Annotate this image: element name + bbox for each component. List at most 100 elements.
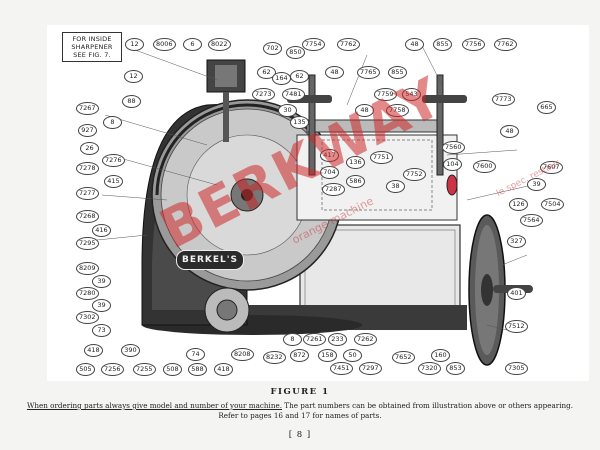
part-callout: 7268: [76, 210, 99, 223]
part-callout: 7754: [302, 38, 325, 51]
page-number: [ 8 ]: [288, 430, 312, 440]
part-callout: 7759: [374, 88, 397, 101]
part-callout: 8006: [153, 38, 176, 51]
part-callout: 7261: [303, 333, 326, 346]
ordering-instruction-rest: The part numbers can be obtained from il…: [282, 401, 574, 410]
part-callout: 12: [124, 70, 143, 83]
part-callout: 38: [386, 180, 405, 193]
part-callout: 7751: [370, 151, 393, 164]
figure-title: FIGURE 1: [270, 387, 330, 397]
part-callout: 7512: [505, 320, 528, 333]
part-callout: 48: [325, 66, 344, 79]
brand-nameplate: BERKEL'S: [176, 250, 244, 270]
part-callout: 233: [328, 333, 347, 346]
part-callout: 39: [92, 299, 111, 312]
part-callout: 7652: [392, 351, 415, 364]
part-callout: 7256: [101, 363, 124, 376]
part-callout: 158: [318, 349, 337, 362]
part-callout: 702: [263, 42, 282, 55]
part-callout: 164: [272, 72, 291, 85]
part-callout: 26: [80, 142, 99, 155]
part-callout: 7278: [76, 162, 99, 175]
part-callout: 853: [446, 362, 465, 375]
part-callout: 39: [527, 178, 546, 191]
part-callout: 7504: [541, 198, 564, 211]
part-callout: 8022: [208, 38, 231, 51]
part-callout: 7756: [462, 38, 485, 51]
part-callout: 855: [433, 38, 452, 51]
part-callout: 7305: [505, 362, 528, 375]
ordering-instruction-underlined: When ordering parts always give model an…: [26, 401, 283, 410]
part-callout: 48: [355, 104, 374, 117]
sharpener-reference-note: FOR INSIDE SHARPENER SEE FIG. 7.: [62, 32, 122, 62]
part-callout: 855: [388, 66, 407, 79]
part-callout: 7762: [494, 38, 517, 51]
part-callout: 7758: [386, 104, 409, 117]
part-callout: 7560: [442, 141, 465, 154]
part-callout: 126: [509, 198, 528, 211]
part-callout: 48: [500, 125, 519, 138]
part-callout: 416: [92, 224, 111, 237]
part-callout: 73: [92, 324, 111, 337]
part-callout: 7320: [418, 362, 441, 375]
part-callout: 7267: [76, 102, 99, 115]
part-callout: 135: [290, 116, 309, 129]
part-callout: 588: [188, 363, 207, 376]
part-callout: 415: [104, 175, 123, 188]
part-callout: 62: [290, 70, 309, 83]
part-callout: 48: [405, 38, 424, 51]
part-callout: 390: [121, 344, 140, 357]
part-callout: 418: [214, 363, 233, 376]
figure-caption: FIGURE 1 When ordering parts always give…: [0, 386, 600, 440]
ordering-instruction: When ordering parts always give model an…: [0, 401, 600, 411]
part-callout: 7273: [252, 88, 275, 101]
part-callout: 7481: [282, 88, 305, 101]
part-callout: 8208: [231, 348, 254, 361]
part-callout: 7255: [133, 363, 156, 376]
part-callout: 7297: [359, 362, 382, 375]
part-callout: 12: [125, 38, 144, 51]
part-callout: 704: [320, 166, 339, 179]
part-callout: 586: [346, 175, 365, 188]
part-callout: 8232: [263, 351, 286, 364]
part-callout: 74: [186, 348, 205, 361]
part-callout: 7564: [520, 214, 543, 227]
part-callout: 505: [76, 363, 95, 376]
part-callout: 7302: [76, 311, 99, 324]
part-callout: 50: [343, 349, 362, 362]
part-callout: 7773: [492, 93, 515, 106]
part-callout: 872: [290, 349, 309, 362]
part-callout: 30: [278, 104, 297, 117]
part-callout: 418: [84, 344, 103, 357]
part-callout: 39: [92, 275, 111, 288]
part-callout: 7276: [102, 154, 125, 167]
part-callout: 417: [320, 149, 339, 162]
part-callout: 7752: [403, 168, 426, 181]
part-callout: 104: [443, 158, 462, 171]
part-callout: 543: [402, 88, 421, 101]
part-callout: 6: [183, 38, 202, 51]
part-callout: 401: [507, 287, 526, 300]
part-callout: 508: [163, 363, 182, 376]
part-callout: 7287: [322, 183, 345, 196]
part-callout: 7762: [337, 38, 360, 51]
part-callout: 327: [507, 235, 526, 248]
part-callout: 160: [431, 349, 450, 362]
part-callout: 7295: [76, 237, 99, 250]
part-callout: 927: [78, 124, 97, 137]
part-callout: 7607: [540, 161, 563, 174]
part-callout: 7451: [330, 362, 353, 375]
part-callout: 8: [283, 333, 302, 346]
part-callout: 88: [122, 95, 141, 108]
part-callout: 7262: [354, 333, 377, 346]
part-callout: 665: [537, 101, 556, 114]
part-callout: 136: [346, 156, 365, 169]
part-callout: 8209: [76, 262, 99, 275]
refer-pages-note: Refer to pages 16 and 17 for names of pa…: [218, 411, 382, 420]
part-callout: 8: [103, 116, 122, 129]
part-callout: 7280: [76, 287, 99, 300]
part-callout: 7600: [473, 160, 496, 173]
part-callout: 7277: [76, 187, 99, 200]
part-callout: 850: [286, 46, 305, 59]
